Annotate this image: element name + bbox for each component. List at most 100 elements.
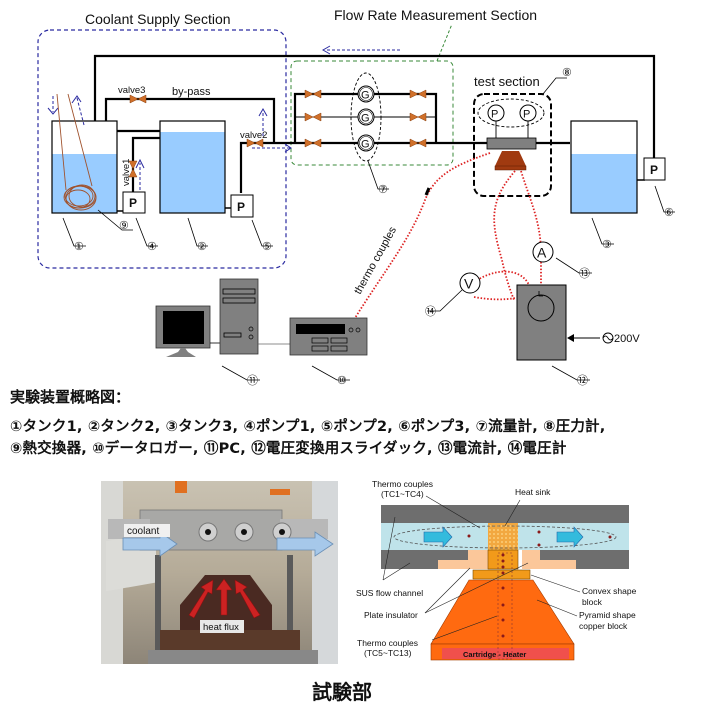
slidac-knob [527, 294, 555, 322]
svg-text:G: G [361, 139, 370, 151]
flowmeter-1: G [357, 85, 375, 103]
pyramid-copper-block [430, 579, 575, 645]
plate-insulator-label: Plate insulator [364, 610, 418, 620]
pump-2: P [230, 194, 254, 218]
callout-8: ⑧ [562, 67, 572, 79]
callout-numbers: ① ② ③ ④ ⑤ ⑥ ⑦ ⑧ ⑨ ⑩ ⑪ ⑫ ⑬ ⑭ [74, 67, 674, 387]
test-section-photo [101, 481, 338, 664]
flow-valve-mid-right [409, 112, 427, 122]
coolant-supply-section-title: Coolant Supply Section [85, 11, 231, 27]
power-arrowhead [567, 334, 574, 342]
cross-section-leaders [382, 495, 581, 641]
flow-rate-section-title: Flow Rate Measurement Section [334, 7, 537, 23]
tc-top-label-1: Thermo couples [372, 479, 433, 489]
callout-6: ⑥ [664, 207, 674, 219]
coolant-outlet-arrow [276, 531, 334, 557]
coolant-label-box [124, 524, 170, 537]
test-section-channel [486, 137, 537, 150]
ac-symbol-icon [602, 332, 614, 344]
pc-tower [219, 278, 259, 355]
heat-flux-arrows [188, 578, 261, 619]
test-section-heater-block [495, 151, 526, 166]
svg-text:G: G [361, 113, 370, 125]
callout-10: ⑩ [337, 375, 347, 387]
flow-arrows [47, 45, 400, 190]
flow-valve-bot-left [304, 138, 322, 148]
flow-valve-mid-left [304, 112, 322, 122]
heat-exchanger-coil [56, 93, 97, 211]
svg-text:G: G [361, 90, 370, 102]
cartridge-heater [442, 648, 569, 659]
coolant-supply-boundary [37, 29, 287, 269]
heater-block-base [494, 165, 527, 171]
pump-1: P [122, 191, 146, 214]
callout-9: ⑨ [119, 220, 129, 232]
callout-1: ① [74, 241, 84, 253]
valve3-label: valve3 [118, 85, 145, 96]
callout-12: ⑫ [577, 374, 588, 387]
flow-valve-bot-right [409, 138, 427, 148]
thermocouple-wires [354, 152, 542, 319]
flow-valve-top-left [304, 89, 322, 99]
pump-3: P [643, 157, 666, 181]
svg-text:P: P [129, 196, 137, 210]
flow-rate-leader [436, 23, 453, 62]
ammeter: A [532, 241, 554, 263]
tc-bottom-label-1: Thermo couples [357, 638, 418, 648]
bypass-label: by-pass [172, 86, 211, 98]
svg-text:P: P [491, 109, 498, 121]
flowmeter-group-outline [350, 72, 382, 162]
svg-text:P: P [237, 200, 245, 214]
callout-7: ⑦ [378, 184, 388, 196]
callout-14: ⑭ [425, 305, 436, 318]
convex-block-label-2: block [582, 597, 603, 607]
valve1-label: valve1 [121, 159, 132, 186]
voltmeter: V [459, 272, 481, 294]
cartridge-heater-label: Cartridge - Heater [463, 650, 526, 659]
convex-block-label-1: Convex shape [582, 586, 637, 596]
heat-flux-label-box [200, 620, 244, 633]
cross-section-labels: Thermo couples (TC1~TC4) Heat sink SUS f… [356, 479, 637, 659]
callout-2: ② [197, 241, 207, 253]
convex-block [472, 569, 531, 580]
test-section-boundary [473, 93, 552, 197]
pressure-gauge-2: P [519, 104, 537, 122]
valve-2 [246, 138, 264, 148]
legend-line-2: ⑨熱交換器, ⑩データロガー, ⑪PC, ⑫電圧変換用スライダック, ⑬電流計,… [10, 441, 567, 457]
pressure-gauge-1: P [487, 104, 505, 122]
sus-channel-label: SUS flow channel [356, 588, 423, 598]
cross-section-diagram [381, 505, 629, 661]
tank-2 [159, 120, 226, 214]
heat-sink [488, 523, 518, 550]
valves [128, 89, 427, 178]
callout-4: ④ [147, 241, 157, 253]
tank-1 [51, 120, 118, 214]
pc-monitor [155, 305, 211, 357]
test-section-label: test section [474, 74, 540, 89]
pressure-taps [495, 121, 529, 138]
flow-rate-boundary [290, 60, 454, 166]
pyramid-block-label-2: copper block [579, 621, 628, 631]
tank-3 [570, 120, 638, 214]
valve2-label: valve2 [240, 130, 267, 141]
valve-1 [128, 160, 138, 178]
plate-insulator [438, 550, 488, 569]
callout-13: ⑬ [579, 267, 590, 280]
photo-heat-flux-label: heat flux [203, 622, 239, 633]
slidac-transformer [516, 284, 567, 361]
flow-valve-top-right [409, 89, 427, 99]
legend-title: 実験装置概略図： [10, 388, 131, 406]
tc-bottom-label-2: (TC5~TC13) [364, 648, 412, 658]
data-logger [289, 317, 368, 356]
callout-leaders [62, 77, 675, 381]
valve-3 [129, 94, 147, 104]
svg-text:P: P [650, 163, 658, 177]
callout-11: ⑪ [247, 374, 258, 387]
thermocouple-connector [424, 187, 431, 196]
tc-top-label-2: (TC1~TC4) [381, 489, 424, 499]
power-voltage-label: 200V [614, 333, 640, 345]
pyramid-block-label-1: Pyramid shape [579, 610, 636, 620]
test-section-caption: 試験部 [312, 680, 372, 704]
legend-line-1: ①タンク1, ②タンク2, ③タンク3, ④ポンプ1, ⑤ポンプ2, ⑥ポンプ3… [10, 419, 606, 435]
